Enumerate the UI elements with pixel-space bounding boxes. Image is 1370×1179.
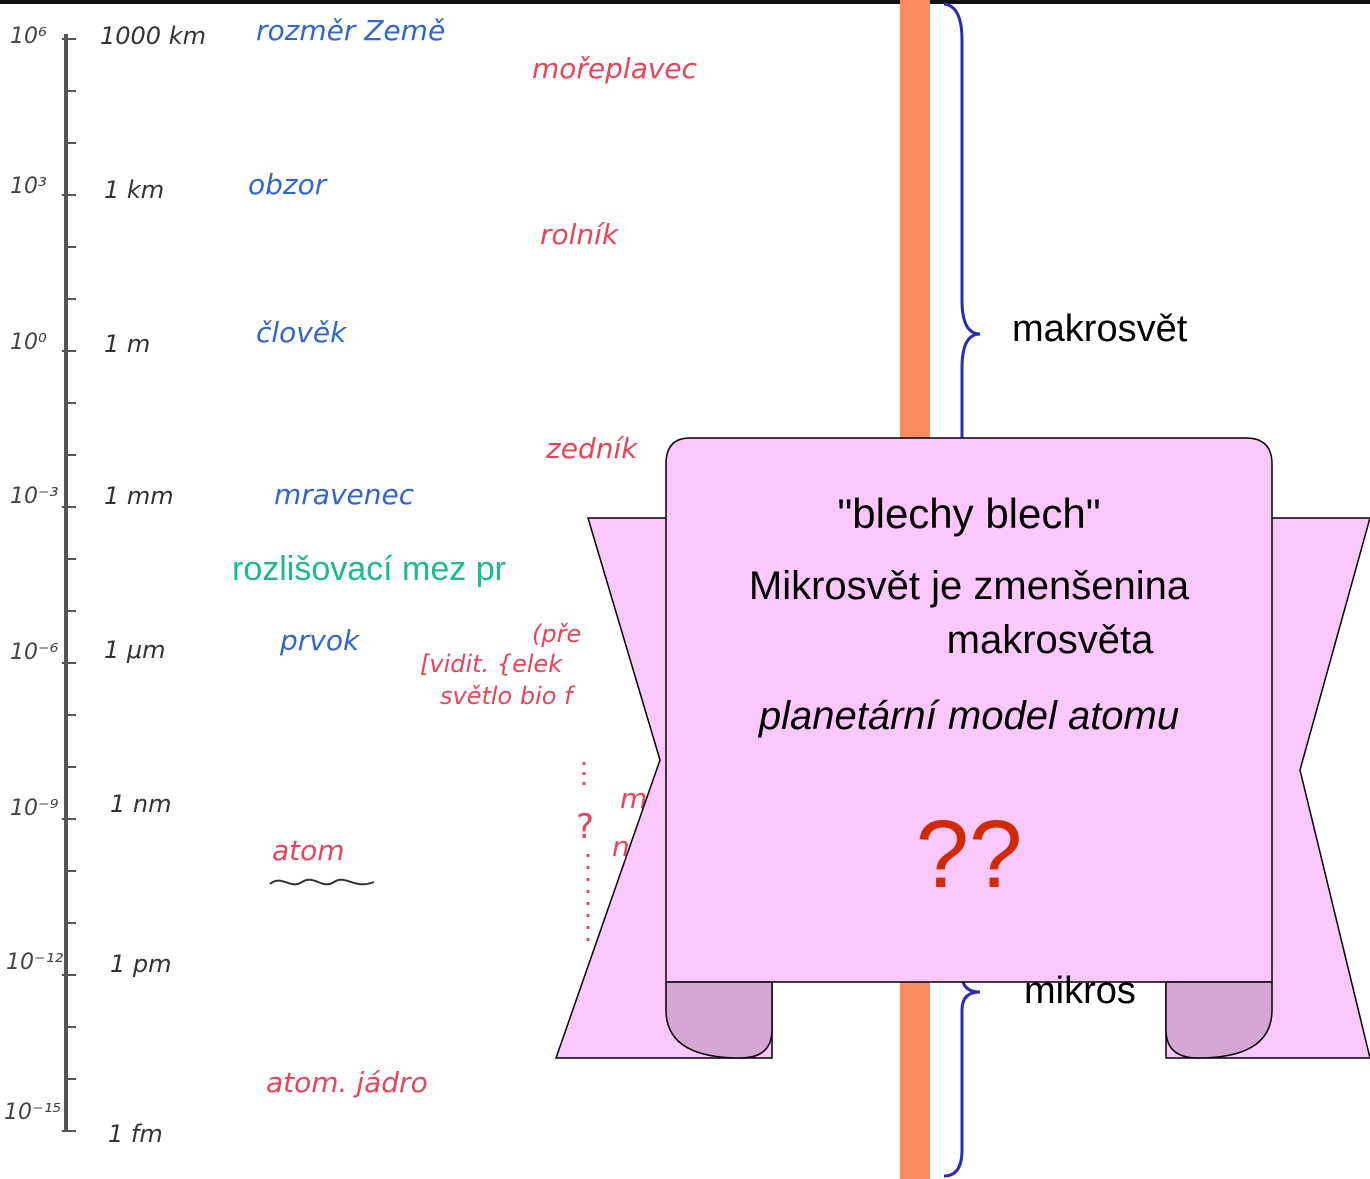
minor-tick — [66, 246, 76, 248]
scroll-statement-cont: makrosvěta — [946, 618, 1154, 662]
top-border — [0, 0, 1370, 4]
note-mason: zedník — [546, 432, 638, 465]
exp-label: 10⁻³ — [10, 484, 59, 509]
object-label-nucleus: atom. jádro — [266, 1066, 428, 1099]
exp-label: 10⁻¹⁵ — [4, 1100, 62, 1125]
note-visible: [vidit. {elek — [420, 650, 563, 678]
major-tick — [62, 662, 76, 664]
object-label-human: člověk — [256, 316, 347, 349]
exp-label: 10⁻⁶ — [10, 640, 59, 665]
unit-label: 1 nm — [110, 790, 172, 818]
object-label-horizon: obzor — [248, 168, 327, 201]
scroll-model: planetární model atomu — [758, 694, 1180, 738]
dotted-question-mark: ? — [576, 762, 594, 946]
resolution-limit-label: rozlišovací mez pr — [232, 550, 506, 588]
scroll-fold-right — [1165, 981, 1273, 1059]
minor-tick — [66, 454, 76, 456]
unit-label: 1 fm — [108, 1120, 163, 1148]
minor-tick — [66, 766, 76, 768]
unit-label: 1 μm — [104, 636, 166, 664]
minor-tick — [66, 90, 76, 92]
scroll-quote: "blechy blech" — [837, 490, 1101, 537]
exp-label: 10⁻¹² — [6, 950, 64, 975]
minor-tick — [66, 558, 76, 560]
svg-text:?: ? — [576, 807, 594, 847]
major-tick — [62, 194, 76, 196]
major-tick — [62, 506, 76, 508]
unit-label: 1 km — [104, 176, 165, 204]
minor-tick — [66, 298, 76, 300]
unit-label: 1 pm — [110, 950, 172, 978]
minor-tick — [66, 922, 76, 924]
minor-tick — [66, 870, 76, 872]
note-pre: (pře — [532, 620, 582, 648]
minor-tick — [66, 714, 76, 716]
exp-label: 10⁻⁹ — [10, 796, 59, 821]
note-light: světlo bio f — [440, 682, 573, 710]
unit-label: 1000 km — [100, 22, 206, 50]
micro-brace — [943, 960, 981, 1178]
atom-wave — [269, 878, 375, 886]
note-sailor: mořeplavec — [532, 52, 698, 85]
scale-axis — [64, 34, 68, 1130]
region-label-macro: makrosvět — [1012, 308, 1188, 350]
exp-label: 10⁶ — [10, 24, 47, 49]
region-label-micro: mikros — [1024, 970, 1136, 1012]
object-label-atom: atom — [272, 834, 345, 867]
scroll-question: ?? — [915, 801, 1023, 908]
unit-label: 1 m — [104, 330, 151, 358]
major-tick — [62, 38, 76, 40]
macro-brace — [943, 2, 981, 460]
exp-label: 10⁰ — [10, 330, 47, 355]
scroll-fold-left — [665, 981, 773, 1059]
minor-tick — [66, 1078, 76, 1080]
major-tick — [62, 818, 76, 820]
object-label-earth: rozměr Země — [256, 14, 446, 47]
object-label-ant: mravenec — [274, 478, 415, 511]
major-tick — [62, 350, 76, 352]
major-tick — [62, 1130, 76, 1132]
minor-tick — [66, 402, 76, 404]
unit-label: 1 mm — [104, 482, 174, 510]
exp-label: 10³ — [10, 174, 47, 199]
object-label-protozoan: prvok — [280, 624, 360, 657]
major-tick — [62, 974, 76, 976]
minor-tick — [66, 610, 76, 612]
scroll-statement: Mikrosvět je zmenšenina — [748, 564, 1190, 608]
minor-tick — [66, 1026, 76, 1028]
note-n: n — [612, 830, 630, 863]
note-farmer: rolník — [540, 218, 619, 251]
minor-tick — [66, 142, 76, 144]
